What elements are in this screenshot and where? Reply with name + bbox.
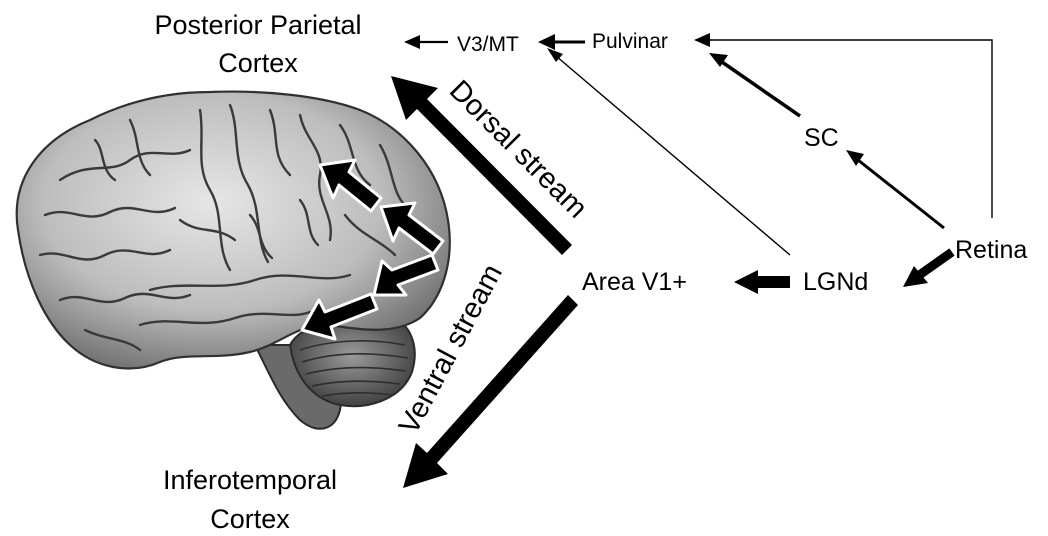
ppc-label-line1: Posterior Parietal bbox=[154, 10, 361, 40]
area-v1-label: Area V1+ bbox=[582, 268, 687, 296]
retina-label: Retina bbox=[955, 236, 1027, 264]
v3mt-label: V3/MT bbox=[457, 33, 519, 56]
retina-to-pulvinar-arrowhead bbox=[694, 33, 710, 47]
pulvinar-to-v3mt-arrowhead bbox=[538, 34, 555, 50]
cerebrum bbox=[17, 92, 450, 369]
v3mt-to-ppc-arrowhead bbox=[404, 35, 420, 49]
ppc-label-line2: Cortex bbox=[218, 48, 298, 78]
thin-pathways bbox=[556, 40, 992, 255]
brain-image bbox=[17, 92, 450, 429]
pulvinar-label: Pulvinar bbox=[592, 30, 668, 53]
retina-to-pulvinar-line bbox=[705, 40, 992, 218]
sc-label: SC bbox=[804, 124, 839, 152]
retina-to-sc-line bbox=[858, 160, 944, 228]
it-label-line2: Cortex bbox=[210, 504, 290, 534]
lgnd-to-v1-arrowhead bbox=[734, 270, 758, 294]
lgnd-to-v1-shaft bbox=[756, 276, 790, 288]
lgnd-label: LGNd bbox=[803, 268, 868, 296]
it-label-line1: Inferotemporal bbox=[163, 465, 337, 495]
sc-to-pulvinar-line bbox=[722, 62, 800, 116]
retina-to-lgnd-line bbox=[918, 252, 952, 276]
